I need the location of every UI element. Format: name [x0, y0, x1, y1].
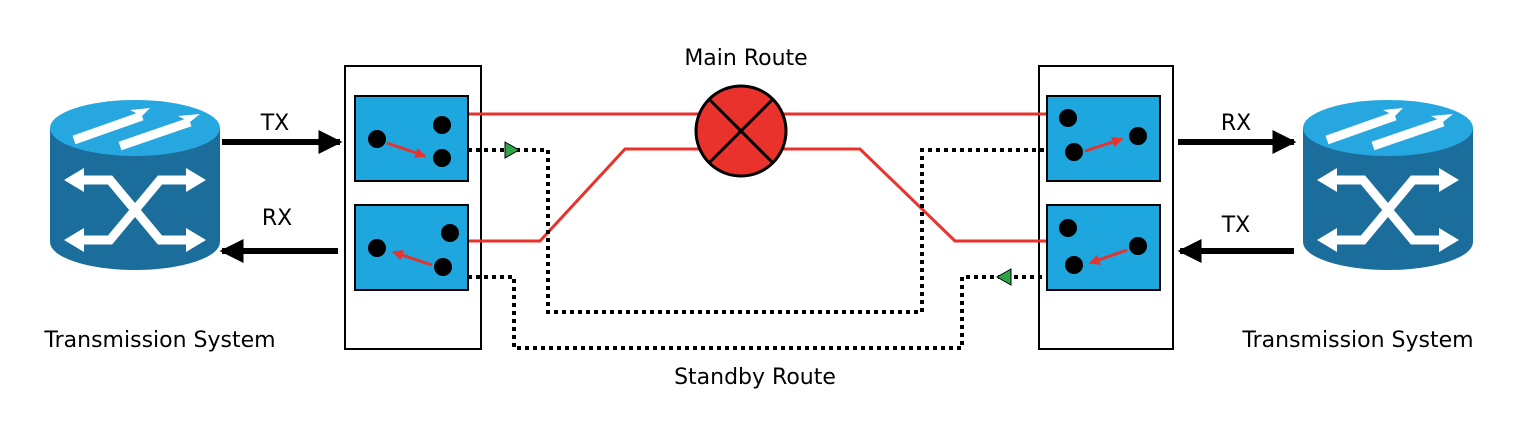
standby-marker-right	[995, 268, 1012, 286]
standby-route-line-outer	[468, 275, 1047, 350]
right-tx-label: TX	[1221, 213, 1251, 238]
left-switch-enclosure	[344, 65, 482, 350]
left-tx-label: TX	[260, 111, 290, 136]
left-lower-protection-switch	[354, 204, 469, 291]
right-transmission-router-icon	[1303, 100, 1473, 270]
right-upper-protection-switch	[1046, 95, 1161, 182]
main-route-label: Main Route	[684, 46, 807, 71]
right-lower-protection-switch	[1046, 204, 1161, 291]
main-route-fault-icon	[694, 84, 788, 178]
left-upper-protection-switch	[354, 95, 469, 182]
left-rx-label: RX	[262, 206, 292, 231]
right-rx-label: RX	[1221, 111, 1251, 136]
standby-route-line-inner	[468, 148, 1047, 314]
right-system-label: Transmission System	[1241, 328, 1473, 353]
left-transmission-router-icon	[50, 100, 220, 270]
left-system-label: Transmission System	[43, 328, 275, 353]
right-switch-enclosure	[1038, 65, 1174, 350]
standby-route-label: Standby Route	[674, 365, 836, 390]
standby-marker-left	[504, 141, 521, 159]
